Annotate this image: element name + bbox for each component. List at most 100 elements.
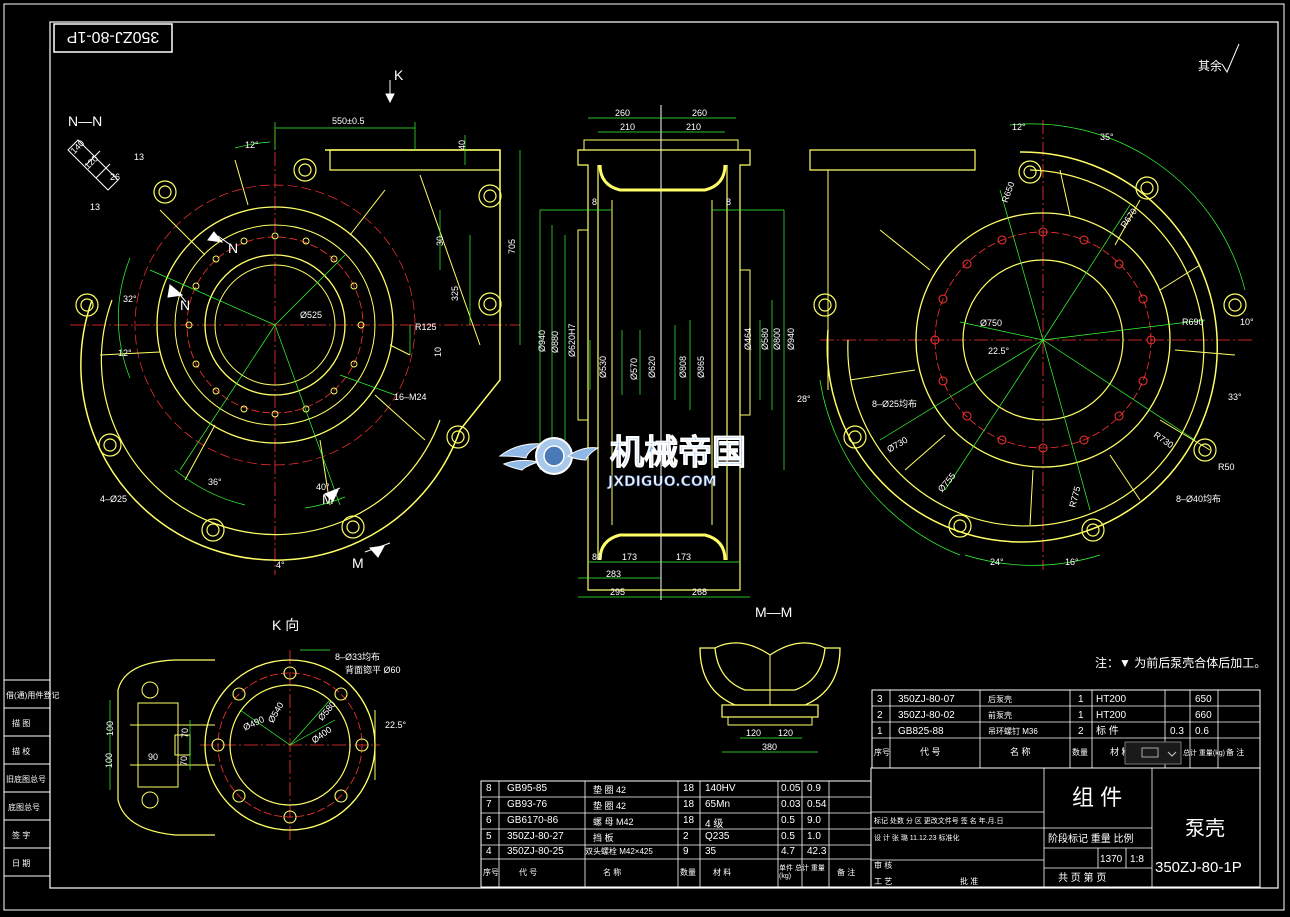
bl-r2-no: 7	[486, 799, 492, 810]
table-row: 6 GB6170-86 螺 母 M42 18 4 级 0.5 9.0	[481, 815, 871, 830]
c-80: 80	[592, 552, 602, 562]
wing-icon	[498, 443, 544, 471]
mm-380: 380	[762, 742, 777, 752]
bl-r1-name: 垫 圈 42	[593, 785, 627, 795]
r-730d: Ø730	[885, 435, 909, 455]
left-dim-36: 36°	[208, 477, 222, 487]
r-50: R50	[1218, 462, 1235, 472]
bl-r5-total: 42.3	[807, 846, 827, 857]
c-8b: 8	[726, 197, 731, 207]
bu-h-note: 备 注	[1226, 747, 1244, 757]
tb-weight: 1370	[1100, 854, 1123, 865]
inner-frame	[49, 21, 1279, 889]
bl-h-qty: 数量	[680, 868, 696, 877]
bl-r2-mat: 65Mn	[705, 799, 731, 810]
bu-r1-total: 650	[1195, 694, 1212, 705]
bu-r1-name: 后泵壳	[988, 694, 1012, 704]
mm-120a: 120	[746, 728, 761, 738]
r-730r: R730	[1152, 430, 1175, 451]
bu-h-code: 代 号	[920, 747, 941, 757]
mark-m2: M	[352, 555, 364, 571]
bl-r4-qty: 2	[683, 831, 689, 842]
bl-r5-mat: 35	[705, 846, 717, 857]
side-label-4: 旧底图总号	[6, 774, 46, 784]
roughness-note: 其余	[1198, 58, 1222, 73]
bu-r2-no: 2	[877, 710, 883, 721]
bl-r5-unit: 4.7	[781, 846, 795, 857]
c-940a: Ø940	[537, 330, 547, 352]
mark-n1: N	[228, 240, 238, 256]
bl-r3-mat: 4 级	[705, 819, 724, 830]
tb-assembly: 组 件	[1072, 785, 1122, 810]
c-173b: 173	[676, 552, 691, 562]
bl-r4-name: 挡 板	[593, 833, 614, 843]
bl-r1-no: 8	[486, 783, 492, 794]
watermark-logo: 机械帝国 JXDIGUO.COM	[498, 426, 798, 492]
k-100a: 100	[105, 721, 115, 736]
bu-r3-unit: 0.3	[1170, 726, 1184, 737]
left-dim-525: Ø525	[300, 310, 322, 320]
bl-r3-unit: 0.5	[781, 815, 795, 826]
bu-r2-total: 660	[1195, 710, 1212, 721]
bl-r5-qty: 9	[683, 846, 689, 857]
nn-dim4: 13	[90, 202, 100, 212]
bl-r3-qty: 18	[683, 815, 695, 826]
mark-k: K	[394, 67, 404, 83]
right-view: 12° 35° R650 R670 Ø750 R690 10° 22.5° 28…	[797, 120, 1255, 570]
left-dim-705: 705	[507, 239, 517, 254]
r-holes825: 8–Ø25均布	[872, 398, 917, 409]
title-block: 组 件 泵壳 350ZJ-80-1P 阶段标记 重量 比例 1370 1:8 共…	[870, 767, 1261, 888]
toolbar-widget[interactable]	[1124, 741, 1182, 765]
k-70a: 70	[180, 728, 190, 738]
bl-r2-total: 0.54	[807, 799, 827, 810]
bu-r1-qty: 1	[1078, 694, 1084, 705]
tb-sheets: 共 页 第 页	[1058, 871, 1106, 884]
k-580: Ø580	[316, 699, 338, 722]
k-holes: 8–Ø33均布	[335, 651, 380, 662]
code-box	[53, 23, 173, 53]
left-dim-holes: 4–Ø25	[100, 494, 127, 504]
r-10: 10°	[1240, 317, 1254, 327]
r-225: 22.5°	[988, 346, 1010, 356]
c-260b: 260	[692, 108, 707, 118]
c-800: Ø800	[772, 328, 782, 350]
r-33: 33°	[1228, 392, 1242, 402]
bu-r1-mat: HT200	[1096, 694, 1126, 705]
bl-r3-no: 6	[486, 815, 492, 826]
r-750: Ø750	[980, 318, 1002, 328]
r-24: 24°	[990, 557, 1004, 567]
watermark-url: JXDIGUO.COM	[607, 474, 717, 490]
c-620: Ø620	[647, 356, 657, 378]
mark-m1: M	[322, 491, 334, 507]
bl-r2-unit: 0.03	[781, 799, 801, 810]
bu-r2-code: 350ZJ-80-02	[898, 710, 955, 721]
bu-h-no: 序号	[874, 747, 890, 757]
table-header: 序号 代 号 名 称 数量 材 料 单件 总计 重量(kg) 备 注	[481, 863, 871, 885]
bu-r2-mat: HT200	[1096, 710, 1126, 721]
side-label-2: 描 图	[12, 718, 30, 728]
c-295: 295	[610, 587, 625, 597]
k-540: Ø540	[266, 700, 286, 724]
bu-r3-qty: 2	[1078, 726, 1084, 737]
side-label-column: 借(通)用件登记 描 图 描 校 旧底图总号 底图总号 签 字 日 期	[3, 679, 59, 877]
mark-n2: N	[180, 297, 190, 313]
side-label-3: 描 校	[12, 746, 30, 756]
r-670: R670	[1119, 206, 1140, 229]
bl-r2-qty: 18	[683, 799, 695, 810]
bl-r4-no: 5	[486, 831, 492, 842]
r-690: R690	[1182, 317, 1204, 327]
left-dim-325: 325	[450, 286, 460, 301]
nn-title: N—N	[68, 113, 102, 129]
bl-r5-no: 4	[486, 846, 492, 857]
c-464: Ø464	[743, 328, 753, 350]
bl-r1-mat: 140HV	[705, 783, 736, 794]
tb-design-row: 设 计 张 璐 11.12.23 标准化	[874, 833, 959, 842]
c-260a: 260	[615, 108, 630, 118]
tb-stage-header: 阶段标记 重量 比例	[1048, 832, 1134, 845]
outer-frame	[3, 3, 1285, 911]
bl-h-note: 备 注	[837, 868, 856, 877]
tb-process: 工 艺	[874, 877, 892, 886]
bl-r3-total: 9.0	[807, 815, 821, 826]
bl-r3-code: GB6170-86	[507, 815, 559, 826]
